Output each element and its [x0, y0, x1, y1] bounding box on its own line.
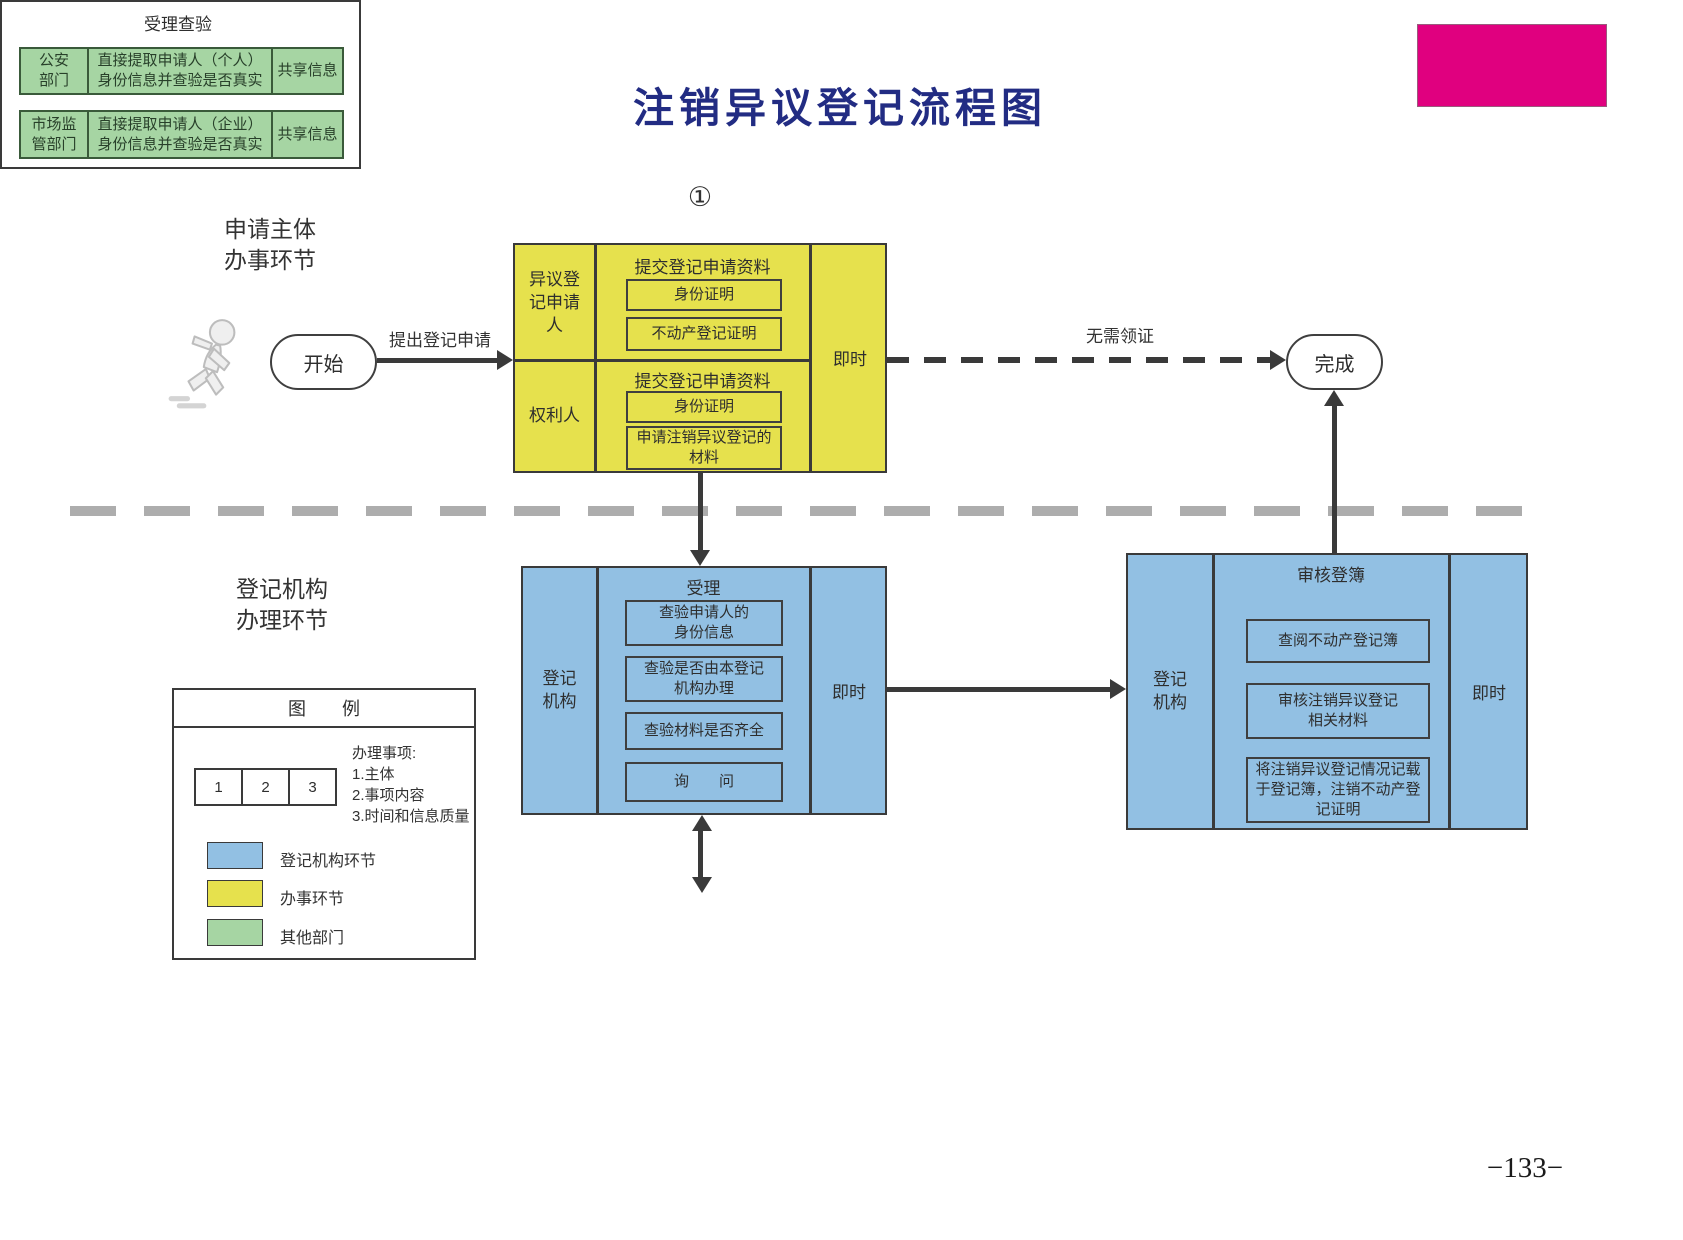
apply-item: 不动产登记证明: [626, 317, 782, 351]
arrow-review-to-finish-line: [1332, 404, 1337, 553]
divider: [594, 245, 597, 471]
divider: [1448, 555, 1451, 828]
accept-item: 查验材料是否齐全: [625, 712, 783, 750]
apply-row2-header: 提交登记申请资料: [634, 372, 771, 391]
accept-item: 询 问: [625, 762, 783, 802]
legend-swatch-applicant: [207, 880, 263, 907]
running-person-drawing: [168, 319, 236, 409]
verify-action: 直接提取申请人（个人） 身份信息并查验是否真实: [87, 47, 273, 95]
edge-label-no-certificate: 无需领证: [1086, 327, 1154, 346]
running-person-icon: [163, 318, 265, 410]
review-item: 查阅不动产登记簿: [1246, 619, 1430, 663]
arrow-review-to-finish-head: [1324, 390, 1344, 406]
edge-label-submit-application: 提出登记申请: [389, 331, 491, 350]
finish-node: 完成: [1286, 334, 1383, 390]
arrow-verify-to-accept-head: [692, 815, 712, 831]
actor-right-holder: 权利人: [529, 406, 580, 425]
share-info-label: 共享信息: [271, 47, 344, 95]
dept-market-regulator: 市场监 管部门: [19, 110, 89, 159]
legend-cell-1: 1: [194, 768, 243, 806]
arrow-apply-to-accept-head: [690, 550, 710, 566]
legend-cell-2: 2: [241, 768, 290, 806]
divider: [809, 568, 812, 813]
actor-registry-agency: 登记 机构: [1153, 670, 1187, 712]
legend-box: 图 例 1 2 3 办理事项: 1.主体 2.事项内容 3.时间和信息质量 登记…: [172, 688, 476, 960]
apply-item: 申请注销异议登记的 材料: [626, 426, 782, 470]
accept-item: 查验申请人的 身份信息: [625, 600, 783, 646]
review-item: 审核注销异议登记 相关材料: [1246, 683, 1430, 739]
lane-divider-dashed-line: [70, 506, 1530, 516]
legend-swatch-registry: [207, 842, 263, 869]
arrow-apply-to-finish-dashed-line: [887, 357, 1272, 363]
review-item: 将注销异议登记情况记载 于登记簿，注销不动产登 记证明: [1246, 757, 1430, 823]
divider: [515, 359, 811, 362]
arrow-start-to-apply-line: [377, 358, 499, 363]
page-title: 注销异议登记流程图: [633, 85, 1047, 131]
review-header: 审核登簿: [1297, 566, 1365, 585]
step-marker-circled-one: ①: [687, 182, 713, 212]
share-info-label: 共享信息: [271, 110, 344, 159]
actor-objection-applicant: 异议登 记申请 人: [529, 269, 580, 335]
verify-box-title: 受理查验: [144, 15, 212, 34]
lane-label-applicant: 申请主体 办事环节: [224, 216, 316, 273]
apply-time-label: 即时: [833, 350, 867, 369]
verify-action: 直接提取申请人（企业） 身份信息并查验是否真实: [87, 110, 273, 159]
accept-header: 受理: [686, 579, 721, 598]
apply-box: 异议登 记申请 人 提交登记申请资料 身份证明 不动产登记证明 权利人 提交登记…: [513, 243, 887, 473]
apply-item: 身份证明: [626, 391, 782, 423]
arrow-apply-to-accept-line: [698, 471, 703, 552]
legend-swatch-other-dept: [207, 919, 263, 946]
arrow-accept-to-review-line: [887, 687, 1114, 692]
divider: [1212, 555, 1215, 828]
actor-registry-agency: 登记 机构: [542, 669, 577, 711]
legend-note: 办理事项: 1.主体 2.事项内容 3.时间和信息质量: [352, 745, 470, 825]
review-box: 登记 机构 审核登簿 查阅不动产登记簿 审核注销异议登记 相关材料 将注销异议登…: [1126, 553, 1528, 830]
lane-label-registry: 登记机构 办理环节: [236, 576, 328, 633]
page-number: −133−: [1486, 1152, 1564, 1184]
legend-entry-label: 登记机构环节: [280, 853, 377, 870]
legend-title: 图 例: [174, 690, 474, 728]
legend-cell-3: 3: [288, 768, 337, 806]
arrow-start-to-apply-head: [497, 350, 513, 370]
accept-item: 查验是否由本登记 机构办理: [625, 656, 783, 702]
legend-entry-label: 其他部门: [280, 930, 345, 947]
accept-time-label: 即时: [832, 682, 866, 702]
arrow-accept-to-review-head: [1110, 679, 1126, 699]
accept-box: 登记 机构 受理 查验申请人的 身份信息 查验是否由本登记 机构办理 查验材料是…: [521, 566, 887, 815]
apply-row1-header: 提交登记申请资料: [634, 258, 771, 277]
review-time-label: 即时: [1472, 683, 1506, 703]
arrow-apply-to-finish-head: [1270, 350, 1286, 370]
arrow-accept-verify-line: [698, 830, 703, 878]
divider: [596, 568, 599, 813]
pink-banner: [1417, 24, 1607, 107]
dept-police: 公安 部门: [19, 47, 89, 95]
divider: [809, 245, 812, 471]
legend-entry-label: 办事环节: [280, 891, 345, 908]
apply-item: 身份证明: [626, 279, 782, 311]
arrow-accept-to-verify-head: [692, 877, 712, 893]
verify-box: 受理查验 公安 部门 直接提取申请人（个人） 身份信息并查验是否真实 共享信息 …: [0, 0, 361, 169]
start-node: 开始: [270, 334, 377, 390]
